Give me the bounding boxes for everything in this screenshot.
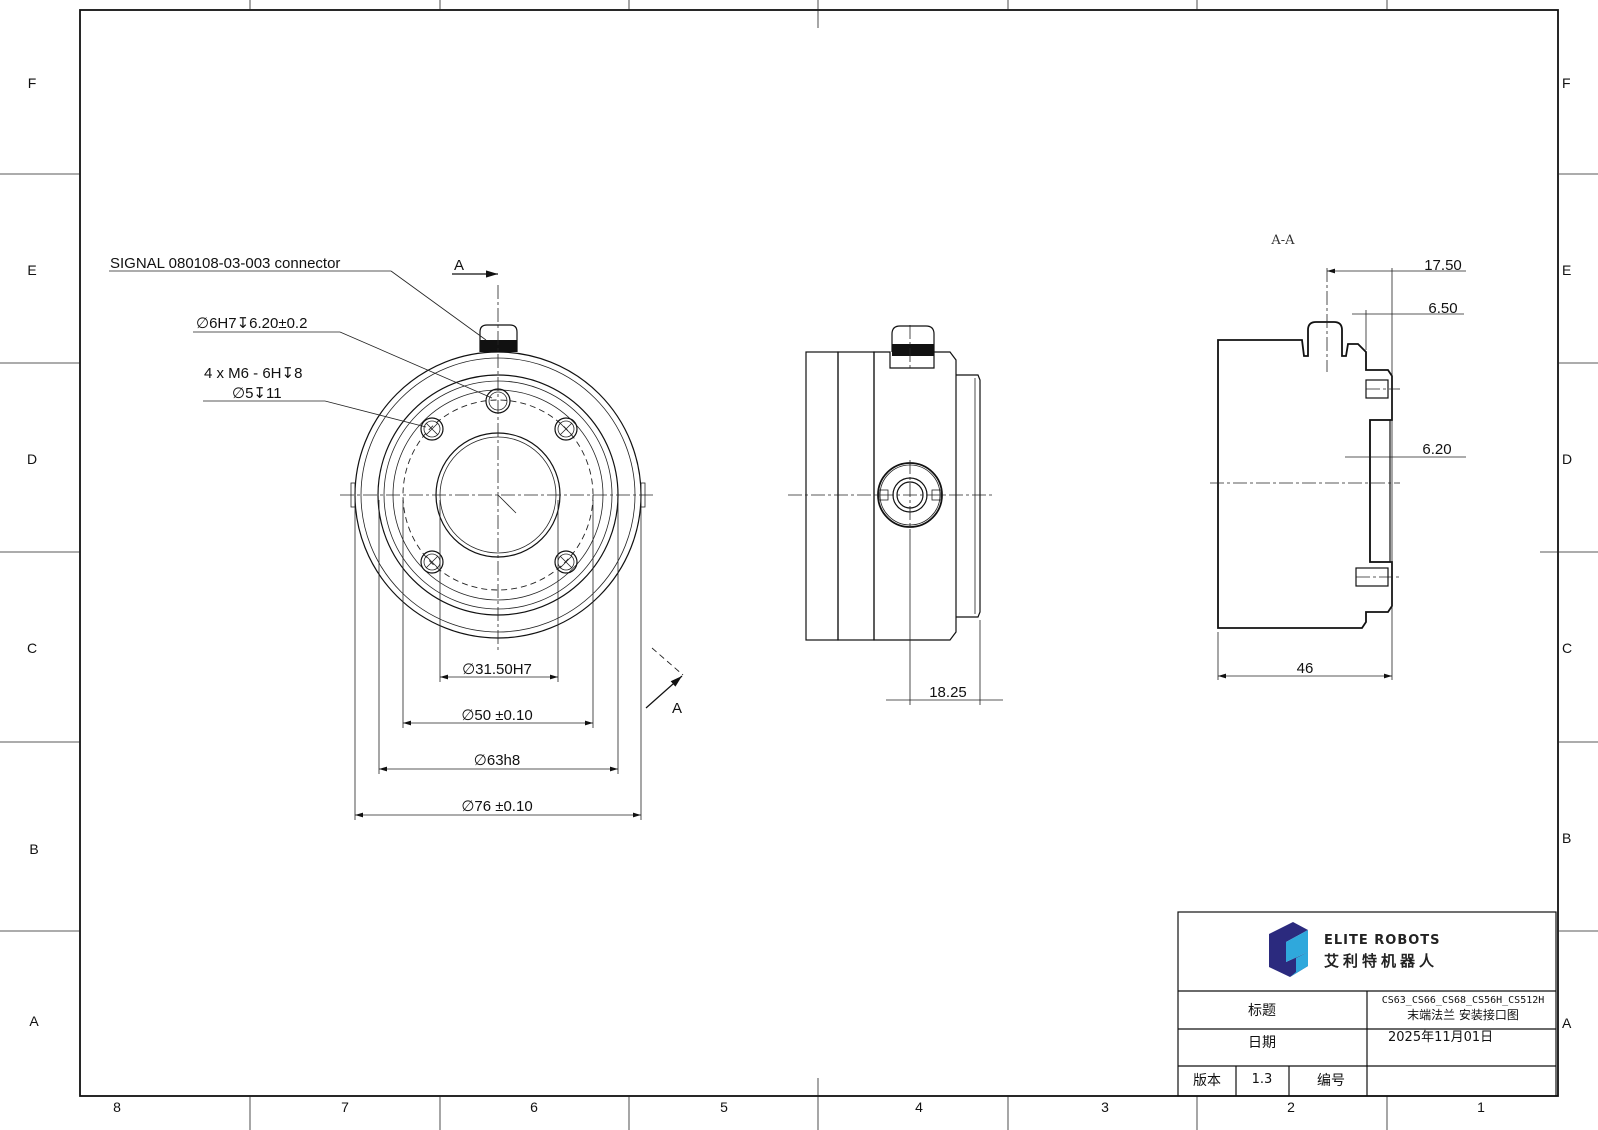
side-view: 18.25 <box>788 325 1003 705</box>
column-label: 6 <box>530 1099 538 1115</box>
thread-note: 4 x M6 - 6H↧8 <box>204 365 302 382</box>
title-block: ELITE ROBOTS 艾利特机器人 标题 CS63_CS66_CS68_CS… <box>1177 911 1557 1097</box>
version-label: 版本 <box>1193 1073 1221 1089</box>
dimension-50: ∅50 ±0.10 <box>461 707 532 724</box>
section-marker-top: A <box>454 257 464 274</box>
row-label: D <box>1562 451 1572 467</box>
dimension-46: 46 <box>1297 660 1314 677</box>
elite-robots-logo: ELITE ROBOTS 艾利特机器人 <box>1269 922 1441 977</box>
column-label: 3 <box>1101 1099 1109 1115</box>
pin-hole-note: ∅6H7↧6.20±0.2 <box>196 315 307 332</box>
connector-note: SIGNAL 080108-03-003 connector <box>110 255 340 272</box>
row-label: E <box>1562 262 1571 278</box>
column-label: 2 <box>1287 1099 1295 1115</box>
date-value: 2025年11月01日 <box>1388 1030 1493 1045</box>
column-label: 8 <box>113 1099 121 1115</box>
connector <box>479 324 518 352</box>
dimension-63: ∅63h8 <box>474 752 520 769</box>
logo-text-cn: 艾利特机器人 <box>1324 952 1438 970</box>
row-label: C <box>1562 640 1572 656</box>
row-label: D <box>27 451 37 467</box>
bolt-holes <box>420 417 578 574</box>
dimension-17-50: 17.50 <box>1424 257 1462 274</box>
version-value: 1.3 <box>1252 1072 1273 1087</box>
row-label: A <box>1562 1015 1572 1031</box>
dimension-76: ∅76 ±0.10 <box>461 798 532 815</box>
row-label: C <box>27 640 37 656</box>
logo-text-en: ELITE ROBOTS <box>1324 933 1441 948</box>
row-label: B <box>1562 830 1571 846</box>
section-marker-bottom: A <box>672 700 682 717</box>
row-label: A <box>29 1013 39 1029</box>
column-label: 7 <box>341 1099 349 1115</box>
column-label: 1 <box>1477 1099 1485 1115</box>
title-value-name: 末端法兰 安装接口图 <box>1407 1007 1519 1022</box>
row-label: F <box>28 75 37 91</box>
number-label: 编号 <box>1317 1073 1345 1089</box>
dimension-6-50: 6.50 <box>1428 300 1457 317</box>
thread-note-depth: ∅5↧11 <box>232 385 282 402</box>
section-title: A-A <box>1270 233 1295 248</box>
column-label: 5 <box>720 1099 728 1115</box>
dimension-6-20: 6.20 <box>1422 441 1451 458</box>
front-view: A A SIGNAL 080108-03-003 connector ∅6H7↧… <box>109 255 684 820</box>
column-label: 4 <box>915 1099 923 1115</box>
title-label: 标题 <box>1248 1003 1276 1019</box>
date-label: 日期 <box>1248 1035 1276 1051</box>
title-value-models: CS63_CS66_CS68_CS56H_CS512H <box>1382 995 1545 1006</box>
dimension-18-25: 18.25 <box>929 684 967 701</box>
row-label: F <box>1562 75 1571 91</box>
row-label: B <box>29 841 38 857</box>
row-label: E <box>27 262 36 278</box>
dimension-31-50: ∅31.50H7 <box>462 661 532 678</box>
section-view-a-a: A-A 17.50 6.50 6.20 46 <box>1210 233 1466 680</box>
